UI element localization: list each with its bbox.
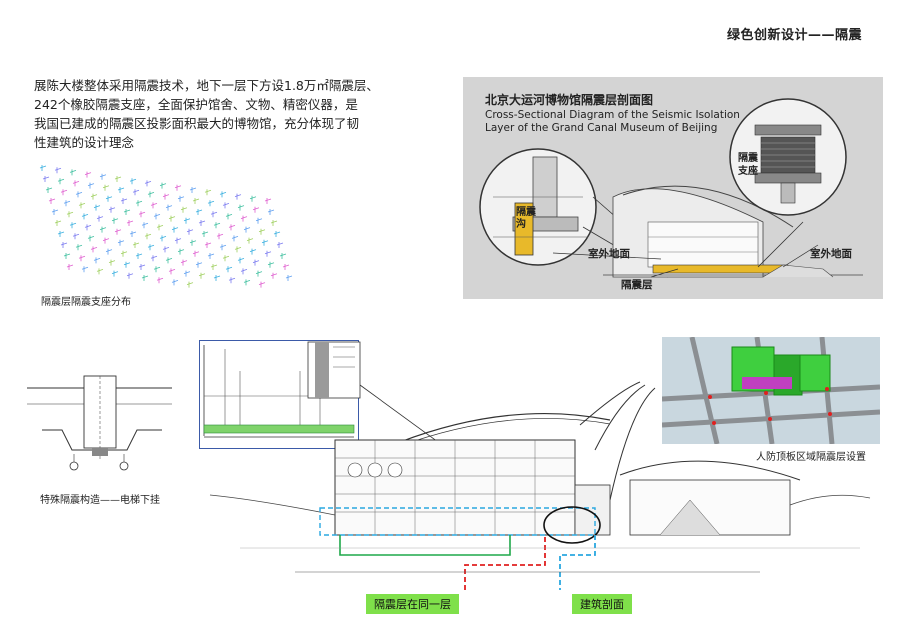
- wall-detail-inset: [307, 341, 361, 399]
- civil-defense-caption: 人防顶板区域隔震层设置: [756, 452, 866, 463]
- diagram-title-en: Layer of the Grand Canal Museum of Beiji…: [485, 122, 718, 134]
- same-level-tag: 隔震层在同一层: [366, 594, 459, 614]
- civil-defense-render: [662, 337, 880, 444]
- outdoor-ground-label-left: 室外地面: [588, 248, 630, 260]
- page-title: 绿色创新设计——隔震: [726, 28, 862, 43]
- elevator-detail-drawing: [27, 375, 172, 471]
- bearing-distribution-caption: 隔震层隔震支座分布: [41, 297, 131, 308]
- diagram-title-en: Cross-Sectional Diagram of the Seismic I…: [485, 109, 740, 121]
- diagram-title-cn: 北京大运河博物馆隔震层剖面图: [485, 93, 654, 107]
- intro-line: 展陈大楼整体采用隔震技术，地下一层下方设1.8万㎡隔震层、: [34, 78, 379, 93]
- isolation-section-drawing: [479, 98, 863, 278]
- intro-line: 242个橡胶隔震支座，全面保护馆舍、文物、精密仪器，是: [34, 97, 358, 112]
- intro-line: 我国已建成的隔震区投影面积最大的博物馆，充分体现了韧: [34, 116, 360, 131]
- intro-line: 性建筑的设计理念: [34, 135, 135, 150]
- isolation-section-panel: 北京大运河博物馆隔震层剖面图 Cross-Sectional Diagram o…: [463, 77, 883, 299]
- building-section-drawing: [209, 381, 871, 590]
- bearing-label: 隔震: [738, 153, 758, 164]
- intro-paragraph: 展陈大楼整体采用隔震技术，地下一层下方设1.8万㎡隔震层、 242个橡胶隔震支座…: [34, 76, 419, 152]
- bearing-distribution-plan: [39, 165, 293, 288]
- elevator-caption: 特殊隔震构造——电梯下挂: [40, 495, 160, 506]
- isolation-layer-label: 隔震层: [621, 279, 653, 291]
- outdoor-ground-label-right: 室外地面: [810, 248, 852, 260]
- bearing-label: 支座: [738, 166, 758, 177]
- section-tag: 建筑剖面: [572, 594, 632, 614]
- trench-label: 隔震沟: [516, 207, 536, 230]
